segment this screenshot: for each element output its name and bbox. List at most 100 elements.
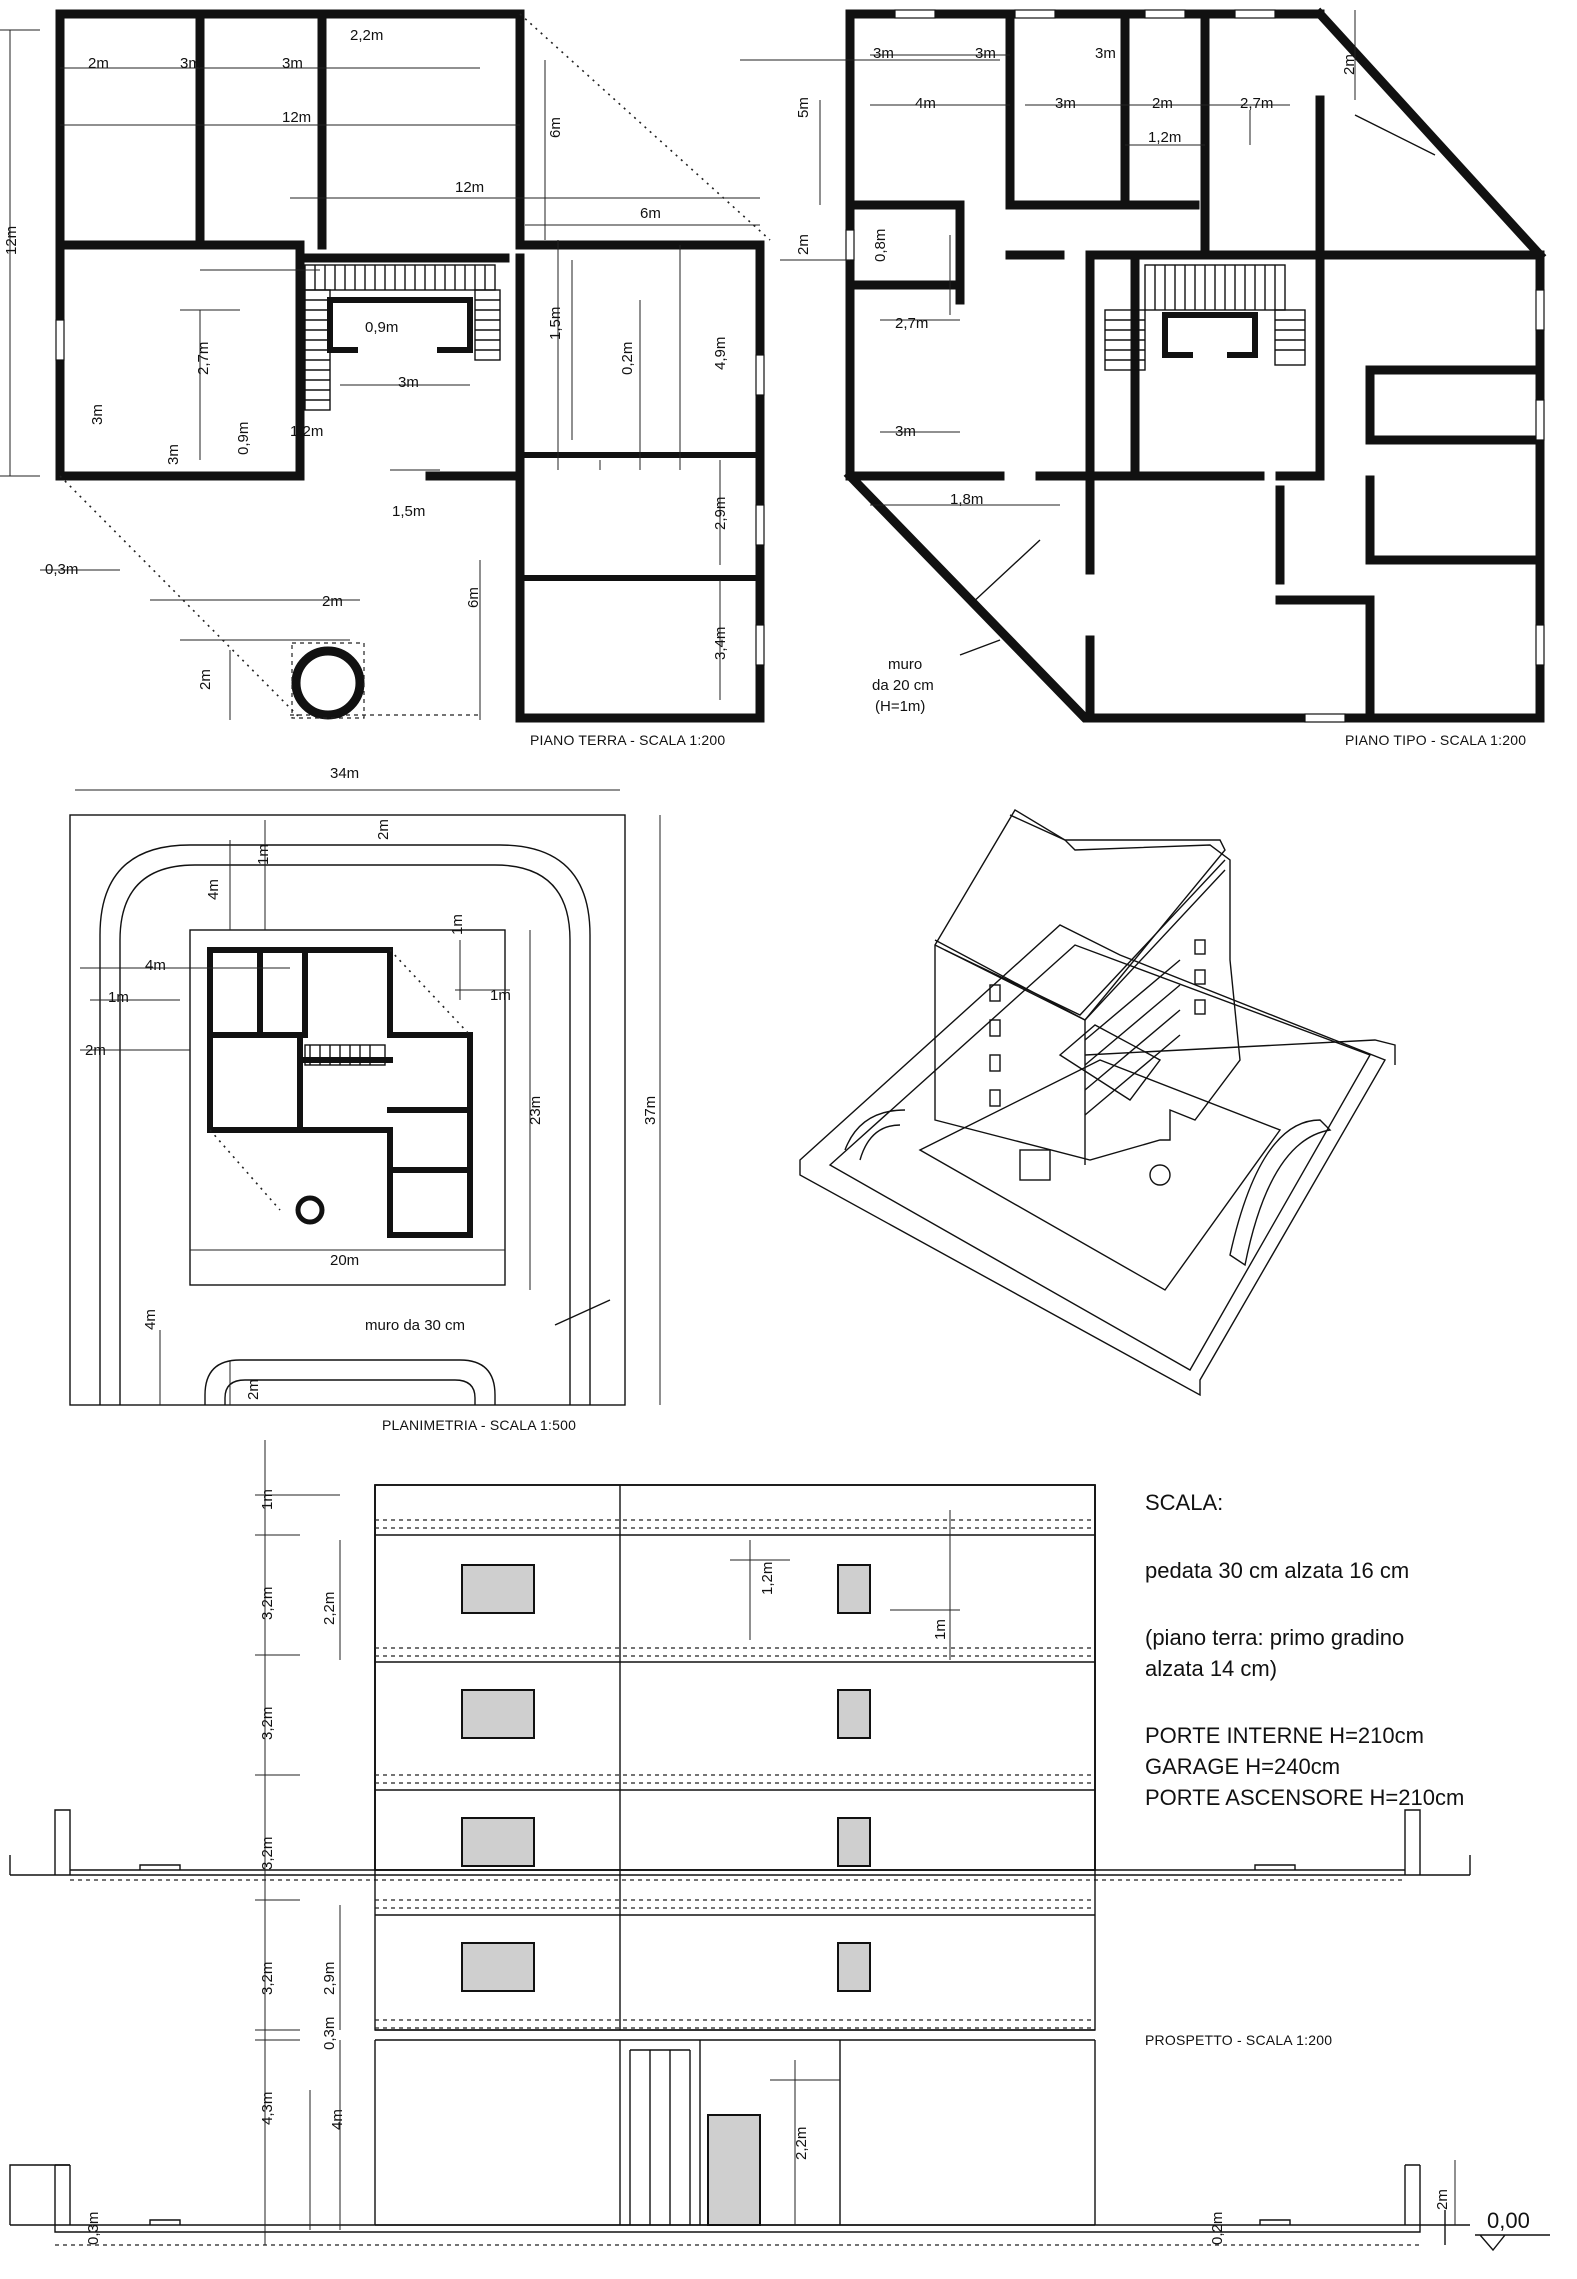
typical-stairs — [1104, 264, 1306, 371]
dim-label: 3m — [165, 444, 182, 465]
dim-label: 0,3m — [321, 2017, 338, 2050]
dim-label: 3,2m — [259, 1707, 276, 1740]
site-plan — [69, 789, 661, 1406]
dim-label: 2m — [197, 669, 214, 690]
notes-line: PORTE INTERNE H=210cm — [1145, 1723, 1424, 1748]
dim-label: 2m — [322, 593, 343, 610]
dim-label: 1,5m — [392, 503, 425, 520]
dim-label: 2,9m — [321, 1962, 338, 1995]
dim-label: 3m — [1095, 45, 1116, 62]
dim-label: 2,9m — [712, 497, 729, 530]
dim-label: 4m — [915, 95, 936, 112]
caption-site-plan: PLANIMETRIA - SCALA 1:500 — [382, 1417, 576, 1433]
dim-label: 34m — [330, 765, 359, 782]
notes-line: GARAGE H=240cm — [1145, 1754, 1340, 1779]
dim-label: 3m — [282, 55, 303, 72]
notes-line: (piano terra: primo gradino — [1145, 1625, 1404, 1650]
dim-label: 4m — [205, 879, 222, 900]
typical-floor-plan — [740, 7, 1547, 723]
dim-label: 3m — [398, 374, 419, 391]
dim-label: 2,7m — [195, 342, 212, 375]
dim-label: 6m — [465, 587, 482, 608]
dim-label: 3m — [89, 404, 106, 425]
dim-label: 3m — [1055, 95, 1076, 112]
dim-label: 1m — [932, 1619, 949, 1640]
elevation-dims: 1m 3,2m 2,2m 3,2m 3,2m 3,2m 2,9m 0,3m 4,… — [85, 1489, 1530, 2245]
dim-label: 6m — [547, 117, 564, 138]
dim-label: 2,2m — [793, 2127, 810, 2160]
dim-label: 1m — [108, 989, 129, 1006]
dim-label: 12m — [282, 109, 311, 126]
dim-label: 0,2m — [619, 342, 636, 375]
dim-label: 1,2m — [290, 423, 323, 440]
notes-line: pedata 30 cm alzata 16 cm — [1145, 1558, 1409, 1583]
dim-label: 20m — [330, 1252, 359, 1269]
dim-label: 2m — [1341, 54, 1358, 75]
dim-label: 0,9m — [235, 422, 252, 455]
dim-label: 3m — [975, 45, 996, 62]
dim-label: 3,4m — [712, 627, 729, 660]
level-label: 0,00 — [1487, 2208, 1530, 2233]
stairs-notes: SCALA: pedata 30 cm alzata 16 cm (piano … — [1145, 1490, 1464, 1810]
dim-label: 0,3m — [85, 2212, 102, 2245]
wall-note: muro — [888, 656, 922, 673]
dim-label: 1,2m — [759, 1562, 776, 1595]
caption-ground-floor: PIANO TERRA - SCALA 1:200 — [530, 732, 725, 748]
dim-label: 1,2m — [1148, 129, 1181, 146]
dim-label: 4m — [145, 957, 166, 974]
dim-label: 3,2m — [259, 1587, 276, 1620]
dim-label: 2,2m — [350, 27, 383, 44]
dim-label: 1m — [255, 844, 272, 865]
dim-label: 2m — [1152, 95, 1173, 112]
typical-floor-dims: 5m 2m 3m 3m 3m 4m 3m 2m 2,7m 1,2m 2m 0,8… — [795, 45, 1526, 748]
dim-label: 2m — [245, 1379, 262, 1400]
dim-label: 3m — [180, 55, 201, 72]
dim-label: 2m — [85, 1042, 106, 1059]
dim-label: 2m — [795, 234, 812, 255]
elevation — [9, 1440, 1550, 2252]
dim-label: 1,8m — [950, 491, 983, 508]
dim-label: 3,2m — [259, 1837, 276, 1870]
dim-label: 2,2m — [321, 1592, 338, 1625]
dim-label: 1m — [490, 987, 511, 1004]
caption-typical-floor: PIANO TIPO - SCALA 1:200 — [1345, 732, 1526, 748]
dim-label: 1,5m — [547, 307, 564, 340]
notes-title: SCALA: — [1145, 1490, 1223, 1515]
dim-label: 37m — [642, 1096, 659, 1125]
ground-floor-dims: 12m 2m 3m 3m 2,2m 12m 12m 6m 6m 2,7m 0,9… — [3, 27, 729, 748]
dim-label: 0,3m — [45, 561, 78, 578]
dim-label: 2,7m — [1240, 95, 1273, 112]
dim-label: 0,8m — [872, 229, 889, 262]
dim-label: 4,3m — [259, 2092, 276, 2125]
wall-note: muro da 30 cm — [365, 1317, 465, 1334]
dim-label: 6m — [640, 205, 661, 222]
dim-label: 23m — [527, 1096, 544, 1125]
ground-stairs — [304, 264, 501, 411]
dim-label: 4,9m — [712, 337, 729, 370]
dim-label: 4m — [142, 1309, 159, 1330]
axonometric-view — [799, 809, 1396, 1397]
caption-elevation: PROSPETTO - SCALA 1:200 — [1145, 2032, 1332, 2048]
dim-label: 12m — [455, 179, 484, 196]
dim-label: 3m — [895, 423, 916, 440]
dim-label: 12m — [3, 226, 20, 255]
dim-label: 2m — [1434, 2189, 1451, 2210]
dim-label: 0,2m — [1209, 2212, 1226, 2245]
dim-label: 3m — [873, 45, 894, 62]
site-plan-dims: 34m 2m 1m 4m 1m 4m 1m 1m 2m 23m 37m 20m … — [85, 765, 659, 1433]
wall-note: (H=1m) — [875, 698, 925, 715]
dim-label: 4m — [329, 2109, 346, 2130]
dim-label: 1m — [259, 1489, 276, 1510]
dim-label: 1m — [449, 914, 466, 935]
dim-label: 2m — [375, 819, 392, 840]
ground-floor-plan — [0, 9, 771, 723]
dim-label: 2,7m — [895, 315, 928, 332]
dim-label: 0,9m — [365, 319, 398, 336]
notes-line: PORTE ASCENSORE H=210cm — [1145, 1785, 1464, 1810]
dim-label: 2m — [88, 55, 109, 72]
dim-label: 3,2m — [259, 1962, 276, 1995]
wall-note: da 20 cm — [872, 677, 934, 694]
notes-line: alzata 14 cm) — [1145, 1656, 1277, 1681]
dim-label: 5m — [795, 97, 812, 118]
